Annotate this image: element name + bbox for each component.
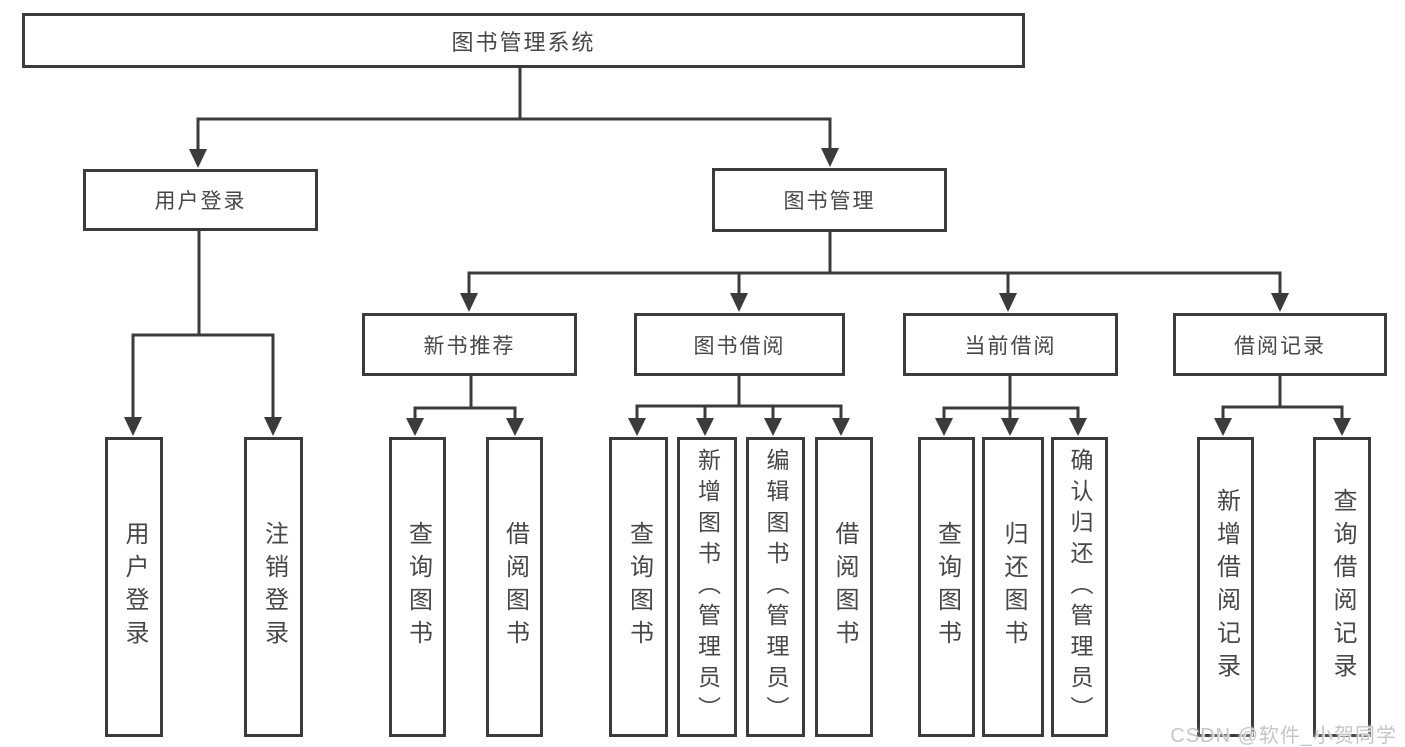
arrowhead-icons — [124, 148, 1351, 436]
node-user-login: 用户登录 — [83, 169, 318, 231]
node-root-system: 图书管理系统 — [22, 13, 1025, 68]
leaf-cb-query-books: 查询图书 — [918, 437, 975, 737]
leaf-logout: 注销登录 — [244, 437, 303, 737]
leaf-nb-query-books: 查询图书 — [389, 437, 446, 737]
node-current-borrow: 当前借阅 — [903, 313, 1118, 376]
leaf-br-query-record: 查询借阅记录 — [1313, 437, 1371, 737]
node-book-borrow: 图书借阅 — [634, 313, 845, 376]
leaf-cb-confirm-return-admin: 确认归还（管理员） — [1051, 437, 1108, 737]
node-new-book-recommend: 新书推荐 — [362, 313, 577, 376]
leaf-bb-borrow-books: 借阅图书 — [815, 437, 873, 737]
node-borrow-records: 借阅记录 — [1173, 313, 1387, 376]
csdn-watermark: CSDN @软件_小贺同学 — [1170, 725, 1397, 747]
node-book-management: 图书管理 — [712, 168, 947, 232]
leaf-bb-add-books-admin: 新增图书（管理员） — [677, 437, 737, 737]
leaf-br-add-record: 新增借阅记录 — [1197, 437, 1254, 737]
leaf-nb-borrow-books: 借阅图书 — [486, 437, 543, 737]
leaf-cb-return-books: 归还图书 — [982, 437, 1044, 737]
leaf-bb-query-books: 查询图书 — [609, 437, 668, 737]
leaf-bb-edit-books-admin: 编辑图书（管理员） — [746, 437, 805, 737]
leaf-user-login: 用户登录 — [105, 437, 163, 737]
